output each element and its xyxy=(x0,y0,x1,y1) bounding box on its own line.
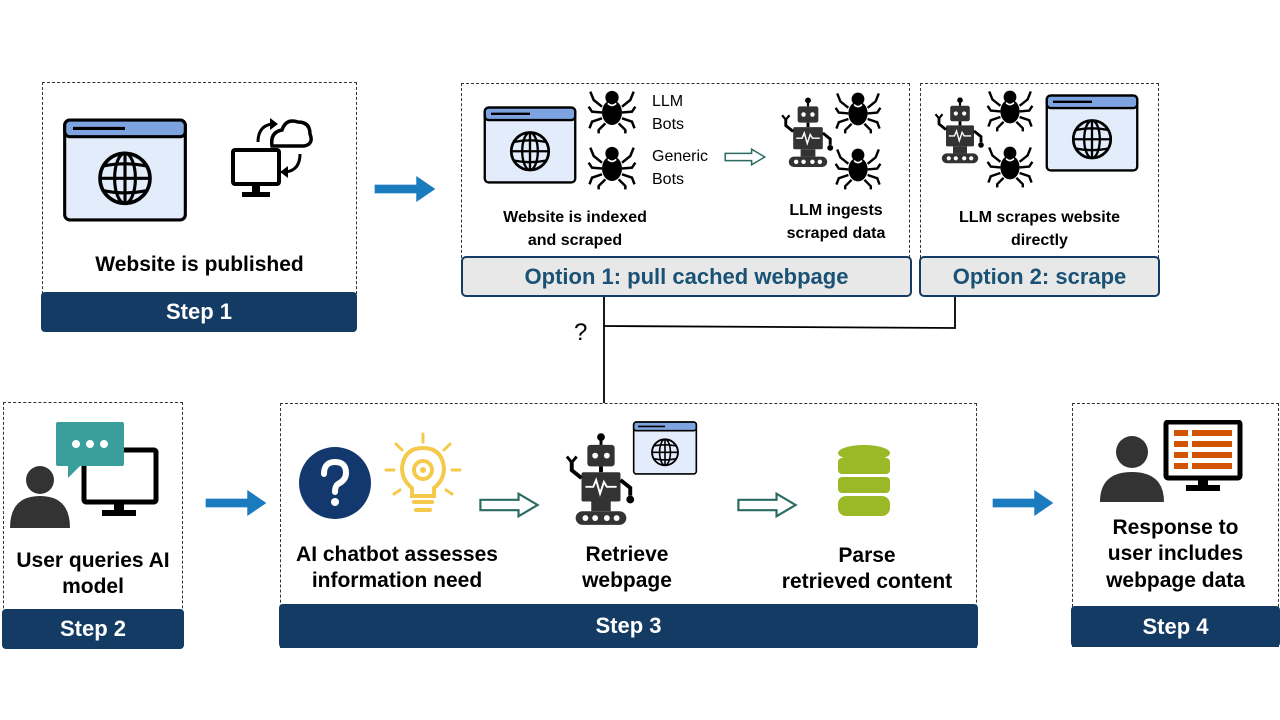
option2-website-icon xyxy=(1042,94,1142,172)
option2-spider-icon-bottom xyxy=(986,140,1034,190)
llm-bots-label-1: LLM xyxy=(652,93,684,110)
generic-bots-label-2: Bots xyxy=(652,171,685,188)
option1-hollow-arrow xyxy=(724,146,766,168)
step3-hollow-arrow-2 xyxy=(734,492,800,518)
option1-spider-icon-bottom xyxy=(834,142,882,192)
user-chat-computer-icon xyxy=(10,422,159,528)
question-mark: ? xyxy=(574,319,588,346)
assess-caption: AI chatbot assesses information need xyxy=(296,543,498,593)
step3-label: Step 3 xyxy=(279,604,978,648)
parse-caption: Parse retrieved content xyxy=(781,544,953,594)
generic-bot-spider-icon xyxy=(587,140,637,192)
step4-caption: Response to user includes webpage data xyxy=(1106,516,1245,592)
retrieve-caption: Retrieve webpage xyxy=(582,543,672,593)
question-circle-icon xyxy=(299,447,371,519)
option1-website-icon xyxy=(480,106,580,184)
user-report-screen-icon xyxy=(1100,420,1243,502)
arrow-step2-to-step3 xyxy=(203,490,269,516)
option1-label: Option 1: pull cached webpage xyxy=(461,256,912,297)
database-icon xyxy=(838,445,890,516)
option2-caption: LLM scrapes website directly xyxy=(959,209,1120,250)
step1-label: Step 1 xyxy=(41,292,357,332)
step2-caption: User queries AI model xyxy=(16,549,170,599)
step3-hollow-arrow-1 xyxy=(476,492,542,518)
option2-robot-icon xyxy=(932,96,988,166)
step4-label: Step 4 xyxy=(1071,606,1280,647)
option2-label: Option 2: scrape xyxy=(919,256,1160,297)
step3-website-icon xyxy=(630,421,700,475)
generic-bots-label-1: Generic xyxy=(652,148,709,165)
arrow-step1-to-option1 xyxy=(372,176,438,202)
computer-cloud-sync-icon xyxy=(231,118,313,197)
option2-spider-icon-top xyxy=(986,84,1034,134)
step3-robot-icon xyxy=(562,430,640,530)
arrow-step3-to-step4 xyxy=(990,490,1056,516)
step1-caption: Website is published xyxy=(95,253,304,276)
option1-caption-right: LLM ingests scraped data xyxy=(786,202,886,243)
llm-bot-spider-icon xyxy=(587,84,637,136)
website-window-icon xyxy=(60,118,190,222)
option1-caption-left: Website is indexed and scraped xyxy=(503,209,647,250)
llm-bots-label-2: Bots xyxy=(652,116,685,133)
step2-label: Step 2 xyxy=(2,609,184,649)
option1-spider-icon-top xyxy=(834,86,882,136)
option1-robot-icon xyxy=(778,96,838,170)
lightbulb-gear-icon xyxy=(384,432,462,512)
